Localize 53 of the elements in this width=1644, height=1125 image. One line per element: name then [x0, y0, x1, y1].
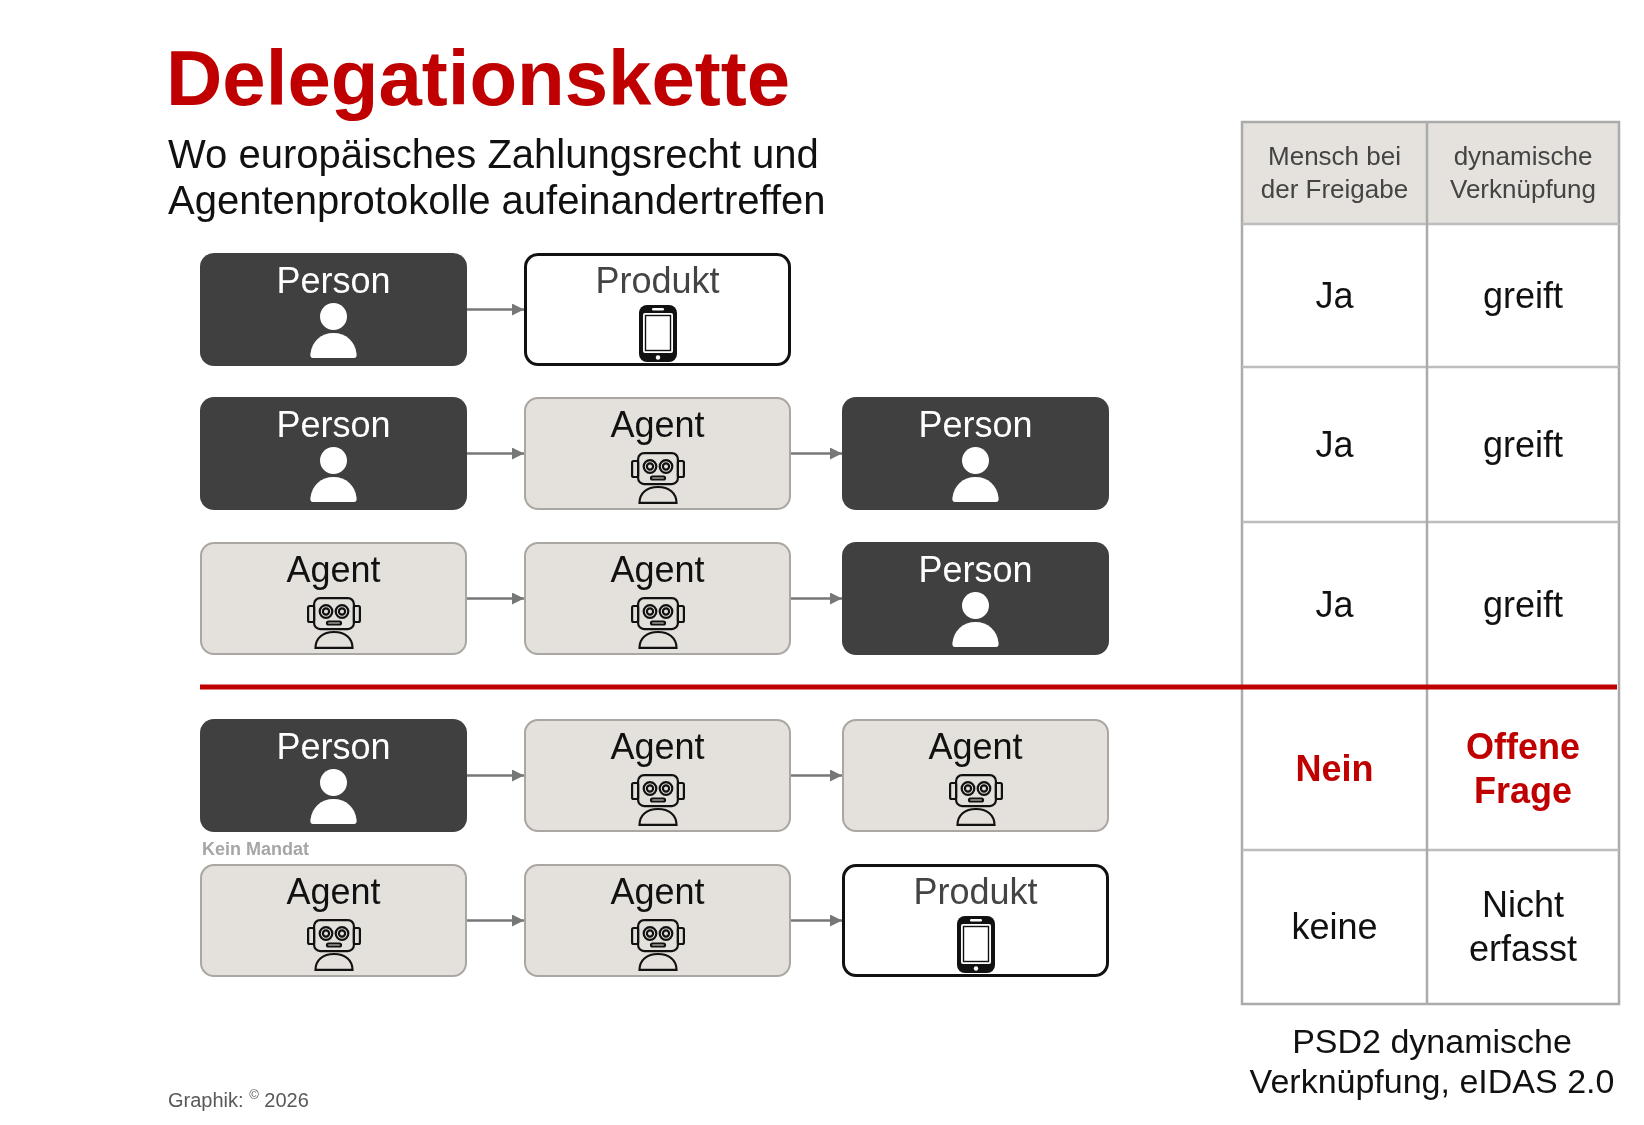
table-value: greift [1482, 273, 1563, 318]
node-label: Agent [610, 548, 705, 592]
agent-box [524, 864, 791, 977]
agent-box [200, 864, 467, 977]
arrow [467, 447, 524, 460]
node-label: Agent [610, 870, 705, 914]
table-value: Offene Frage [1465, 724, 1581, 813]
agent-box [524, 719, 791, 832]
arrow [467, 769, 524, 782]
person-box [200, 719, 467, 832]
agent-box [524, 397, 791, 510]
agent-box [842, 719, 1109, 832]
node-label: Person [276, 259, 391, 303]
table-value: Nicht erfasst [1467, 883, 1578, 971]
arrow [791, 447, 842, 460]
arrow [467, 592, 524, 605]
person-box [200, 253, 467, 366]
person-box [200, 397, 467, 510]
node-label: Produkt [595, 259, 720, 303]
node-label: Agent [610, 725, 705, 769]
table-value: greift [1482, 422, 1563, 467]
arrow [467, 303, 524, 316]
credit-text: Graphik: $^{©}$ 2026 [168, 1088, 309, 1112]
arrow [791, 592, 842, 605]
arrow [791, 769, 842, 782]
arrow [791, 914, 842, 927]
table-value: Nein [1295, 746, 1374, 791]
agent-box [524, 542, 791, 655]
table-value: Ja [1315, 582, 1354, 627]
node-label: Agent [610, 403, 705, 447]
subtitle-text: Wo europäisches Zahlungsrecht und Agentenprotokolle aufeinandertreffen [168, 131, 827, 223]
node-label: Person [918, 548, 1033, 592]
product-box [842, 864, 1109, 977]
table-caption: PSD2 dynamische Verknüpfung, eIDAS 2.0 [1248, 1021, 1616, 1101]
node-label: Agent [928, 725, 1023, 769]
table-value: Ja [1315, 422, 1354, 467]
node-label: Agent [286, 870, 381, 914]
node-label: Person [276, 725, 391, 769]
column-header: dynamische Verknüpfung [1449, 140, 1597, 206]
product-box [524, 253, 791, 366]
person-box [842, 397, 1109, 510]
node-label: Person [276, 403, 391, 447]
table-value: Ja [1315, 273, 1354, 318]
agent-box [200, 542, 467, 655]
node-label: Person [918, 403, 1033, 447]
node-label: Agent [286, 548, 381, 592]
column-header: Mensch bei der Freigabe [1259, 140, 1410, 206]
table-value: greift [1482, 582, 1563, 627]
table-value: keine [1291, 905, 1378, 949]
note-text: Kein Mandat [202, 838, 309, 860]
node-label: Produkt [913, 870, 1038, 914]
arrow [467, 914, 524, 927]
person-box [842, 542, 1109, 655]
